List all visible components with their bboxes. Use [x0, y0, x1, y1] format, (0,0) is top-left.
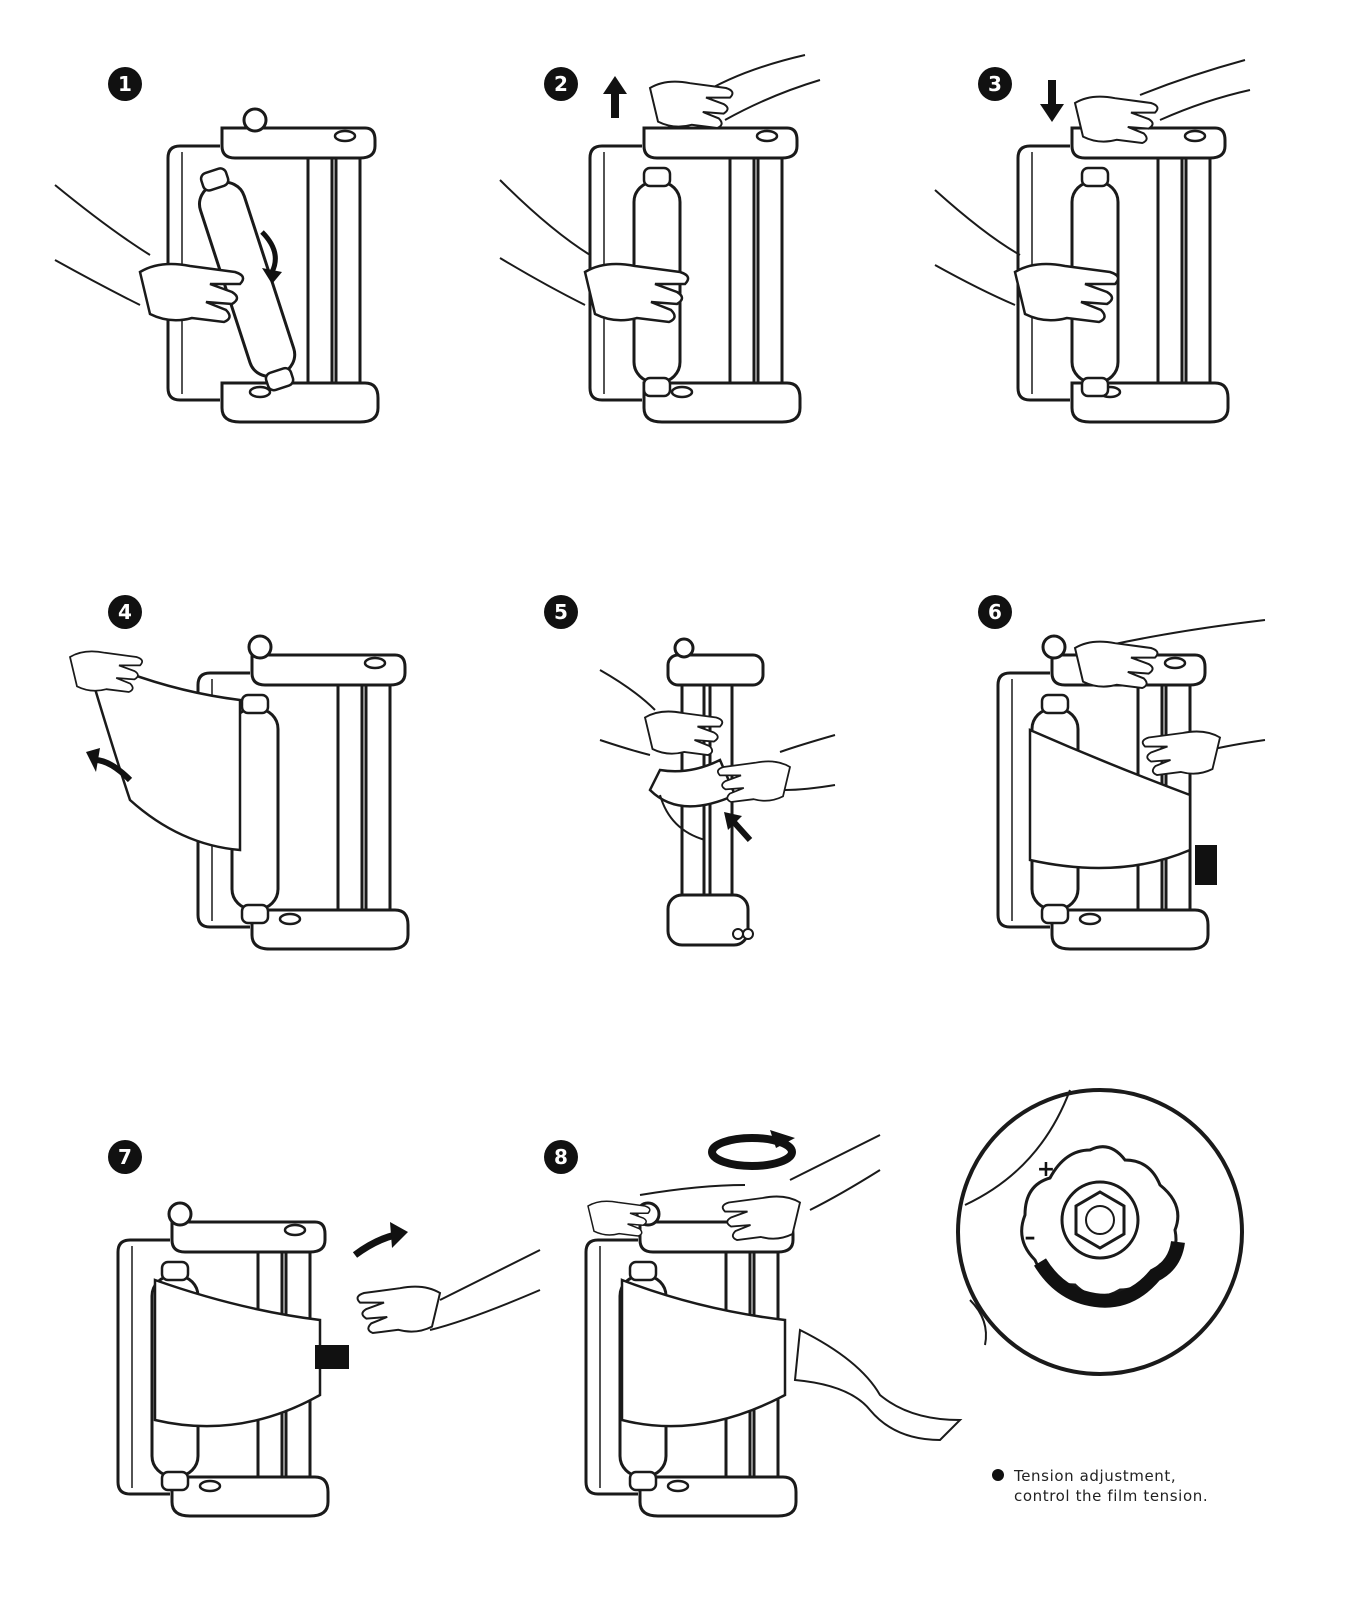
- step-7: 7: [108, 1140, 541, 1518]
- step-badge: [544, 595, 578, 629]
- arrow-push-icon: [729, 817, 753, 843]
- step-badge: [544, 1140, 578, 1174]
- step-3: 3: [934, 59, 1251, 424]
- step-number: 5: [554, 600, 568, 624]
- step-badge: [108, 67, 142, 101]
- step-number: 3: [988, 72, 1002, 96]
- tension-note: Tension adjustment, control the film ten…: [992, 1467, 1208, 1505]
- plus-sign: +: [1037, 1157, 1055, 1182]
- step-6: 6: [978, 595, 1266, 951]
- step-badge: [544, 67, 578, 101]
- step-2: 2: [499, 54, 821, 424]
- step-number: 6: [988, 600, 1002, 624]
- step-1: 1: [54, 67, 380, 424]
- dispenser-illustration: [196, 634, 410, 951]
- step-number: 1: [118, 72, 132, 96]
- step-4: 4: [69, 595, 410, 951]
- rotate-cw-icon: [708, 1130, 796, 1170]
- step-badge: [978, 595, 1012, 629]
- arrow-up-icon: [603, 76, 627, 118]
- dispenser-illustration: [996, 634, 1210, 951]
- tension-knob-icon: [1020, 1145, 1185, 1308]
- step-number: 4: [118, 600, 132, 624]
- step-number: 8: [554, 1145, 568, 1169]
- dispenser-illustration: [116, 1201, 330, 1518]
- bullet-dot: [992, 1469, 1004, 1481]
- step-5: 5: [544, 595, 836, 947]
- minus-sign: –: [1025, 1225, 1036, 1250]
- step-8: 8: [544, 1130, 963, 1518]
- dispenser-illustration: [166, 107, 380, 424]
- note-line-2: control the film tension.: [1014, 1487, 1208, 1505]
- arrow-down-icon: [1040, 80, 1064, 122]
- step-number: 7: [118, 1145, 132, 1169]
- step-badge: [978, 67, 1012, 101]
- arrow-rotate-icon: [260, 230, 278, 274]
- step-badge: [108, 1140, 142, 1174]
- note-line-1: Tension adjustment,: [1013, 1467, 1176, 1485]
- tension-detail: + –: [956, 1088, 1244, 1376]
- step-badge: [108, 595, 142, 629]
- step-number: 2: [554, 72, 568, 96]
- arrow-pull-icon: [352, 1231, 396, 1258]
